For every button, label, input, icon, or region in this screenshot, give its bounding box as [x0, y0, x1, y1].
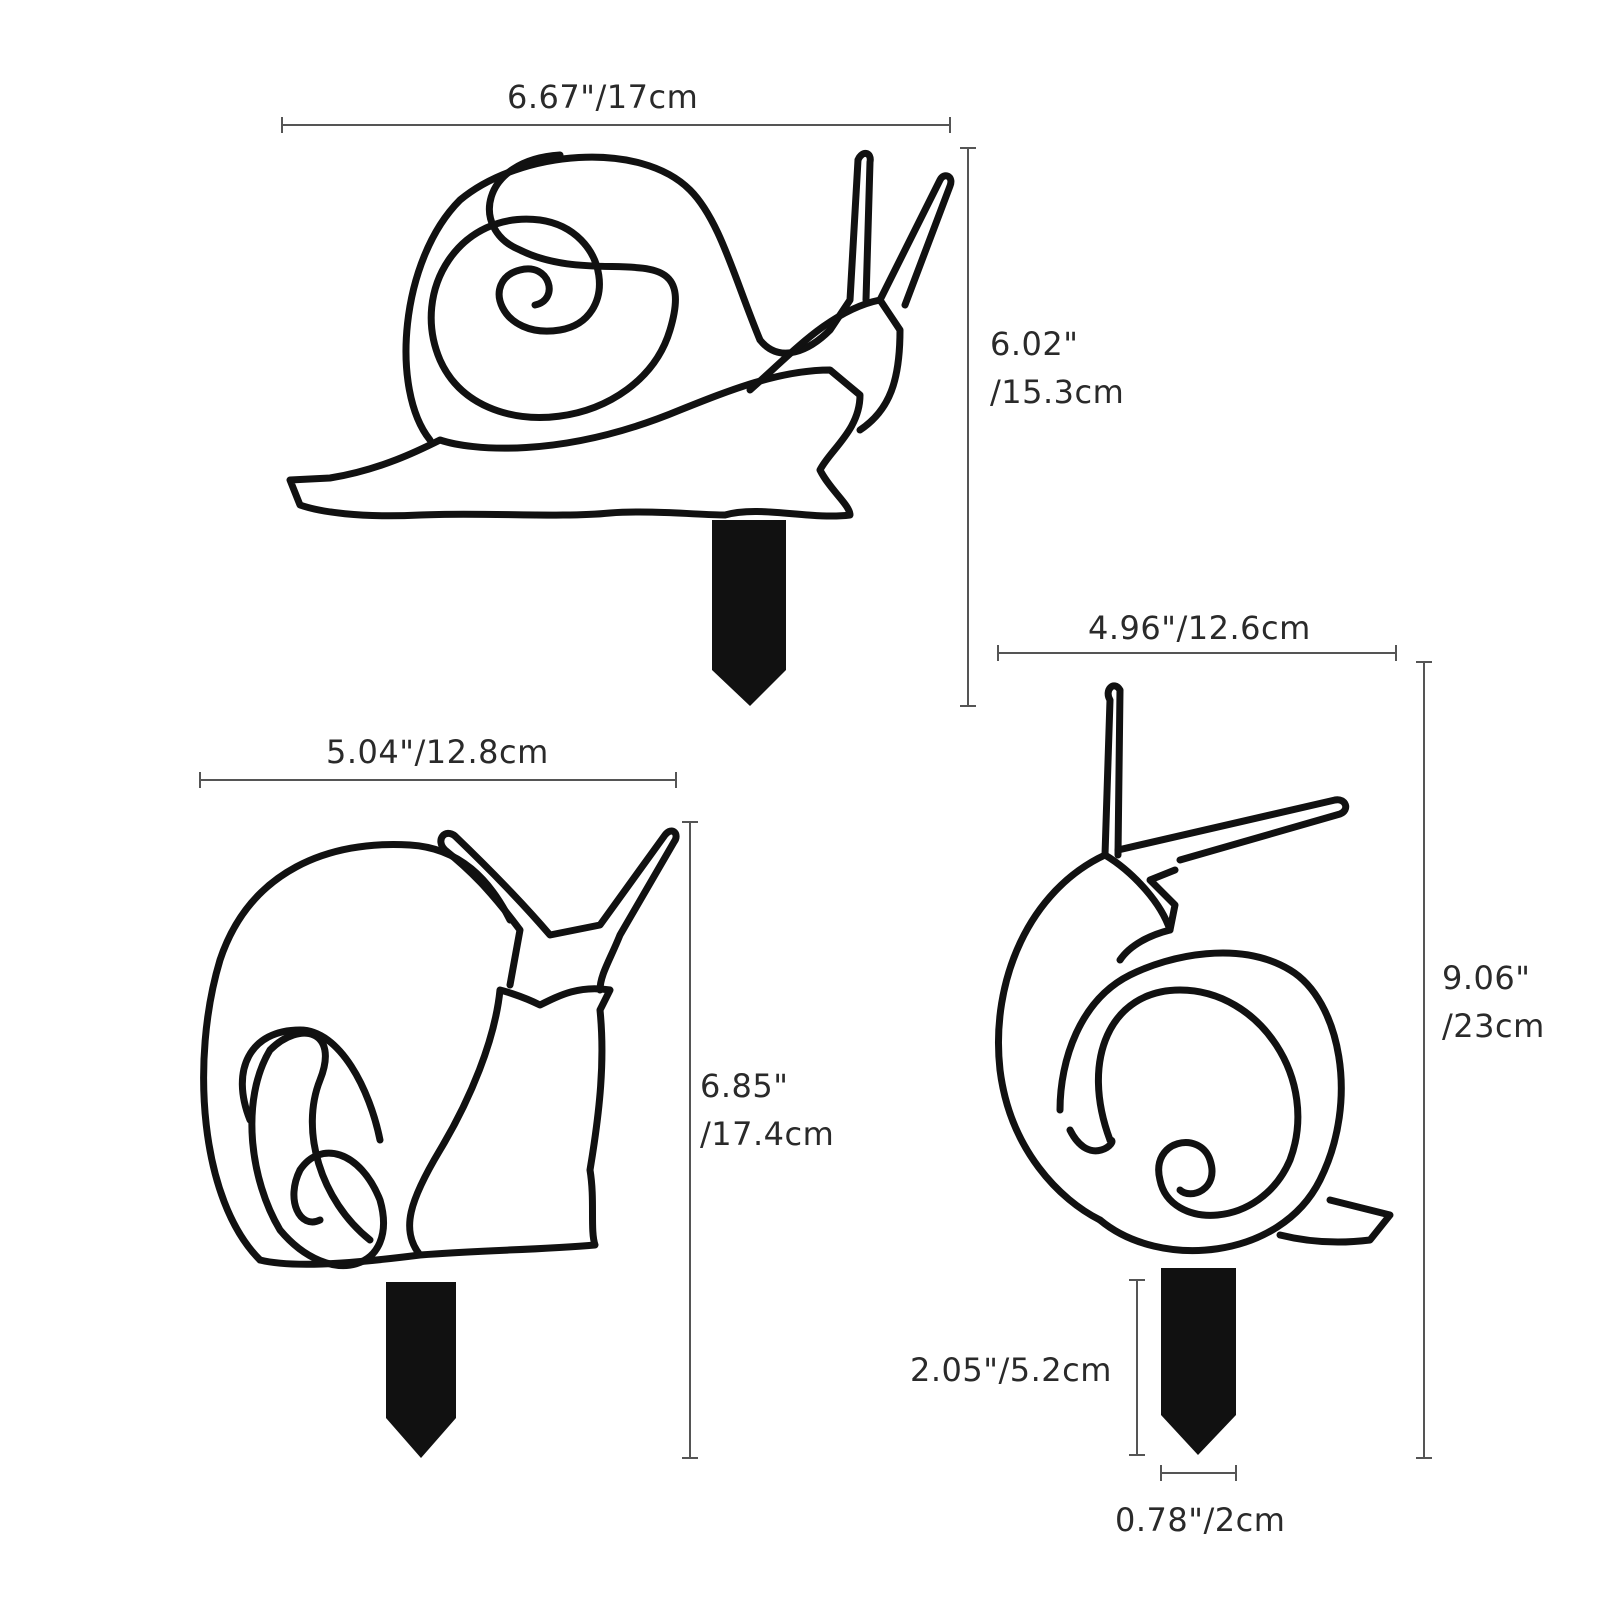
snail-3-silhouette-icon — [995, 682, 1394, 1255]
snail-1-stake — [712, 520, 786, 706]
snail-3-stake-height-dimension — [1129, 1279, 1145, 1456]
snail-3-width-label: 4.96"/12.6cm — [1088, 609, 1311, 647]
snail-2-silhouette-icon — [200, 827, 680, 1270]
snail-1-width-dimension — [281, 117, 951, 133]
snail-1-height-dimension — [960, 147, 976, 707]
snail-2-height-label-line2: /17.4cm — [700, 1115, 835, 1153]
snail-3-stake-height-label: 2.05"/5.2cm — [910, 1351, 1112, 1389]
snail-2-height-dimension — [682, 821, 698, 1459]
snail-1-height-label-line2: /15.3cm — [990, 373, 1125, 411]
snail-2-height-label-line1: 6.85" — [700, 1067, 789, 1105]
snail-1-silhouette-icon — [286, 150, 955, 520]
snail-3-height-dimension — [1416, 661, 1432, 1459]
snail-2-width-label: 5.04"/12.8cm — [326, 733, 549, 771]
snail-2-width-dimension — [199, 772, 677, 788]
snail-3-height-label-line1: 9.06" — [1442, 959, 1531, 997]
snail-3-stake-width-label: 0.78"/2cm — [1115, 1501, 1286, 1539]
snail-3-height-label-line2: /23cm — [1442, 1007, 1545, 1045]
snail-3-stake — [1161, 1268, 1236, 1455]
snail-1-width-label: 6.67"/17cm — [507, 78, 699, 116]
snail-1-height-label-line1: 6.02" — [990, 325, 1079, 363]
snail-3-width-dimension — [997, 645, 1397, 661]
snail-2-stake — [386, 1282, 456, 1458]
snail-3-stake-width-dimension — [1160, 1465, 1237, 1481]
